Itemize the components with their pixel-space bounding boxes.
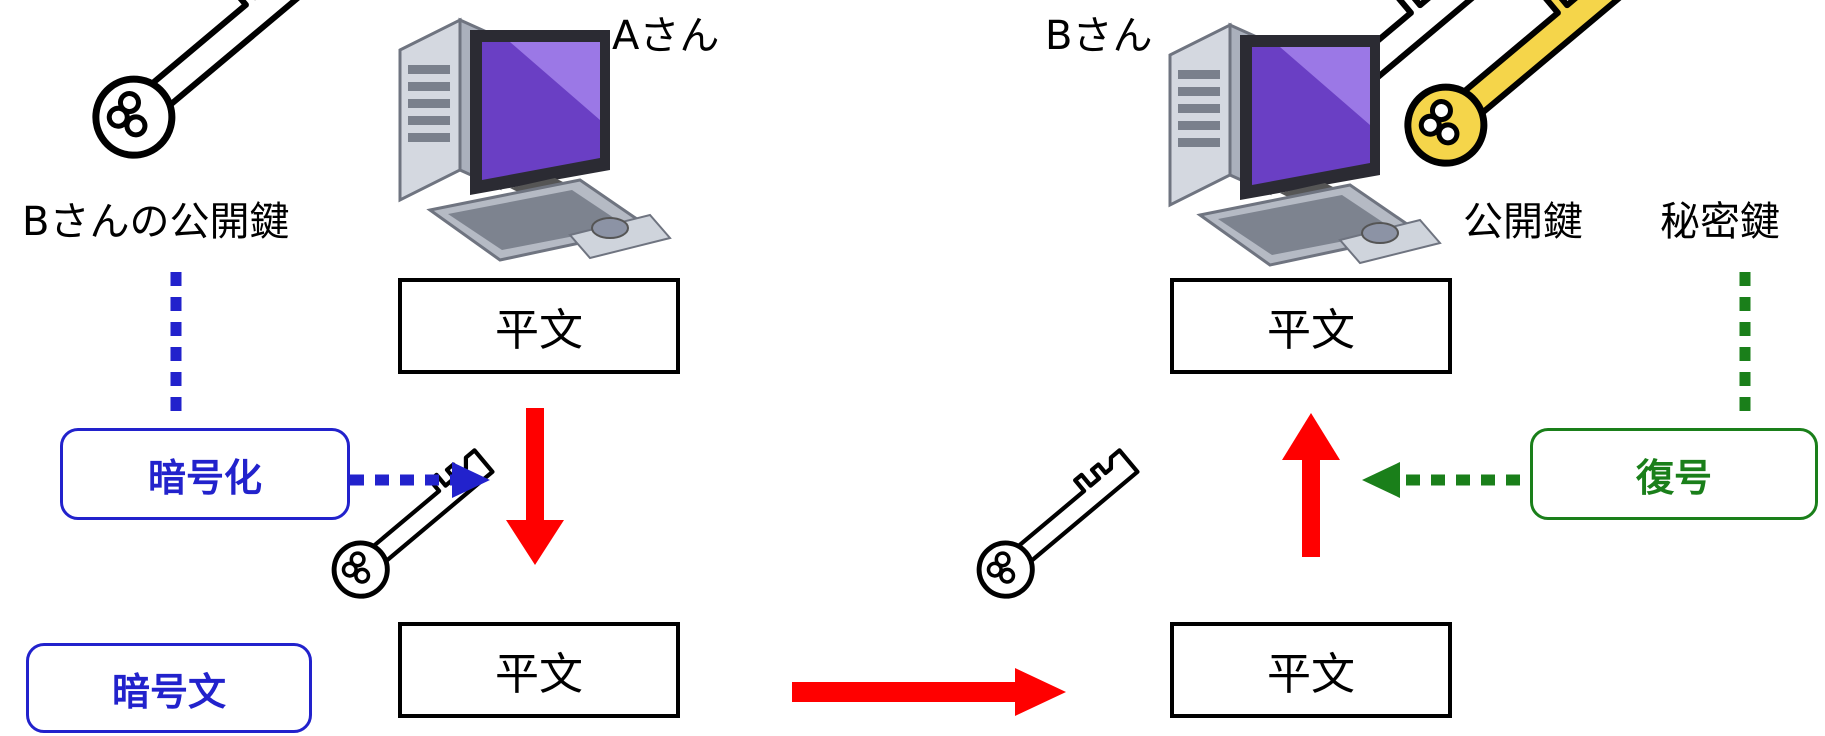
sender-plaintext-label: 平文 [495,305,583,356]
encrypt-flow-arrowhead [506,520,564,565]
sender-plaintext-box: 平文 [398,278,680,374]
decrypt-box: 復号 [1530,428,1818,520]
decrypt-flow-arrowhead [1282,413,1340,460]
sender-label: Aさん [612,13,720,59]
encrypt-box: 暗号化 [60,428,350,520]
receiver-encrypted-plaintext-label: 平文 [1267,649,1355,700]
sender-encrypted-plaintext-label: 平文 [495,649,583,700]
b-public-key-icon [80,0,337,171]
receiver-plaintext-label: 平文 [1267,305,1355,356]
public-key-label: 公開鍵 [1463,199,1583,245]
decrypt-arrowhead [1362,462,1400,498]
receiver-label: Bさん [1045,13,1153,59]
decrypt-flow-arrow-shaft [1302,455,1320,557]
transmit-arrow-shaft [792,682,1017,702]
encrypt-flow-arrow-shaft [526,408,544,526]
private-key-label: 秘密鍵 [1660,199,1780,245]
transmit-arrowhead [1015,668,1066,716]
receiver-plaintext-box: 平文 [1170,278,1452,374]
receiver-encrypted-plaintext-box: 平文 [1170,622,1452,718]
b-public-key-label: Bさんの公開鍵 [22,199,290,245]
encrypt-arrowhead [452,462,490,498]
sender-encrypted-plaintext-box: 平文 [398,622,680,718]
ciphertext-key-icon-right [968,444,1148,607]
ciphertext-box: 暗号文 [26,643,312,733]
encrypt-label: 暗号化 [147,455,262,500]
ciphertext-label: 暗号文 [111,669,226,714]
ciphertext-key-icon-left [323,444,503,607]
decrypt-label: 復号 [1635,455,1712,500]
